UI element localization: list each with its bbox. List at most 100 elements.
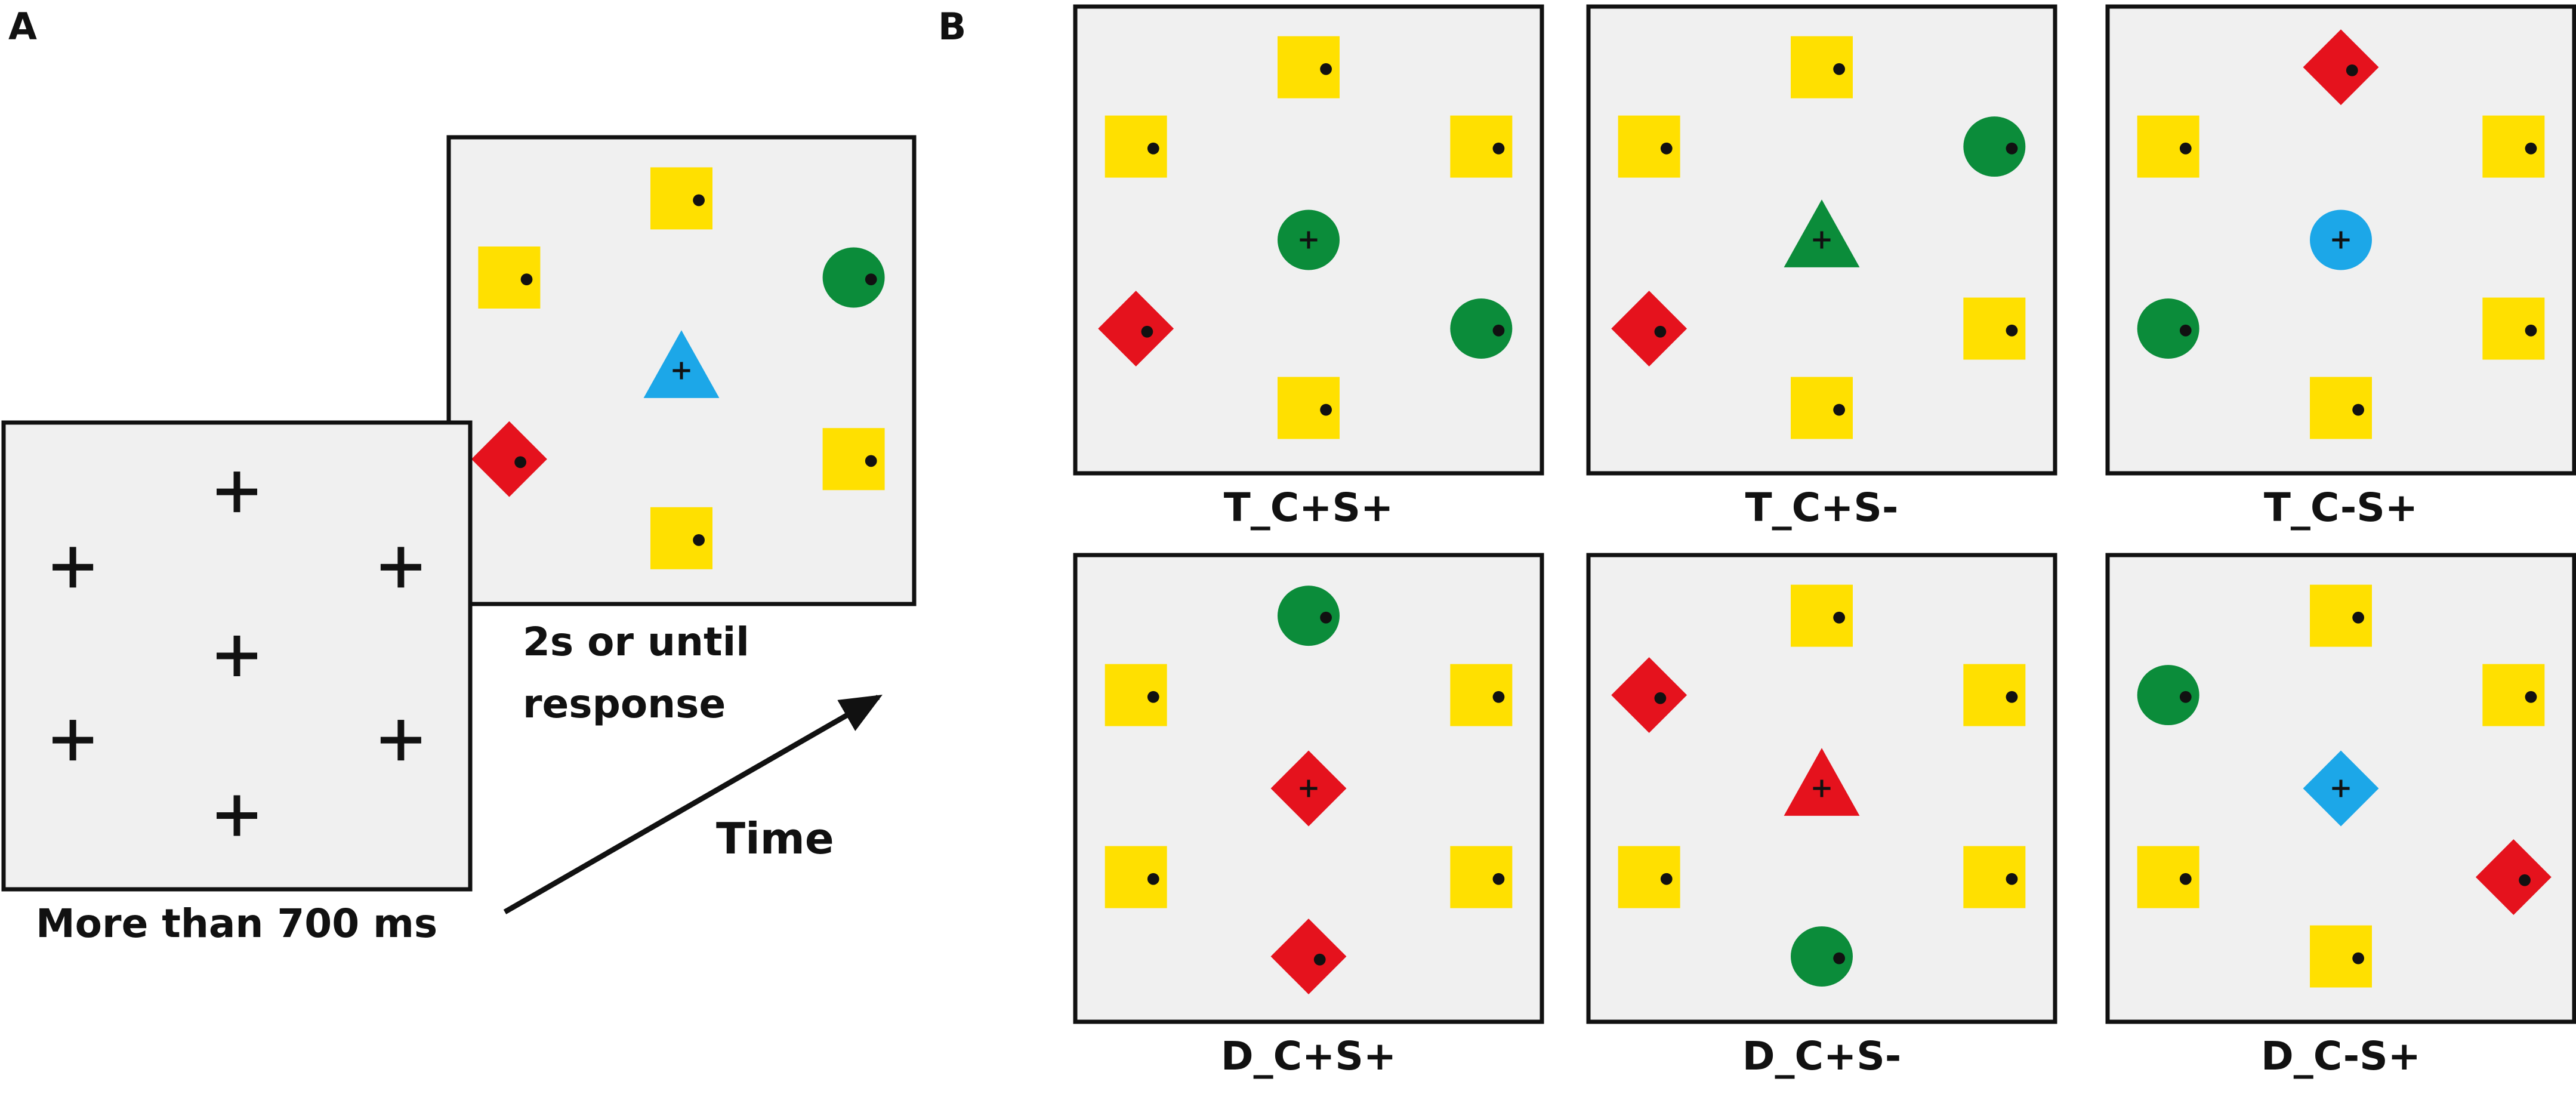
search-caption-line1: 2s or until (523, 619, 749, 665)
condition-item (1791, 377, 1853, 439)
condition-item (1270, 919, 1347, 994)
condition-item-dot (2179, 691, 2192, 703)
condition-label: D_C+S- (1742, 1033, 1901, 1079)
condition-item-dot (2006, 324, 2018, 337)
condition-item-dot (1147, 142, 1159, 155)
condition-center-item (2303, 750, 2379, 827)
condition-item-dot (1833, 952, 1846, 964)
condition-item-dot (1320, 403, 1332, 416)
search-center-item (643, 330, 720, 398)
condition-item-diamond (2475, 839, 2552, 916)
fixation-cross (217, 636, 257, 676)
condition-center-item-fixation-plus (1300, 231, 1318, 249)
condition-panel: T_C-S+ (2105, 4, 2576, 531)
fixation-crosses (53, 472, 421, 836)
condition-panel: T_C+S- (1586, 4, 2057, 531)
condition-item (1963, 846, 2026, 908)
time-label: Time (716, 813, 834, 864)
condition-item (1278, 36, 1340, 98)
condition-center-item-fixation-plus (1813, 779, 1831, 797)
fixation-cross (380, 720, 421, 761)
condition-item-dot (2519, 874, 2531, 886)
condition-item (1105, 664, 1167, 726)
condition-item-diamond (1270, 919, 1347, 994)
condition-item-circle (2137, 298, 2199, 359)
condition-item-dot (1833, 611, 1846, 624)
condition-item (1098, 291, 1174, 367)
condition-item-dot (2179, 142, 2192, 155)
condition-item-dot (2525, 142, 2537, 155)
panel-b-letter: B (938, 5, 966, 48)
search-item (650, 167, 712, 230)
condition-item-dot (1492, 142, 1505, 155)
condition-panel: D_C+S- (1586, 553, 2057, 1079)
condition-item-dot (2525, 691, 2537, 703)
condition-label: T_C+S+ (1224, 485, 1394, 531)
condition-item-circle (1278, 585, 1340, 646)
condition-item (2137, 665, 2199, 726)
condition-item-diamond (1611, 291, 1687, 367)
fixation-cross (53, 720, 94, 761)
condition-item (1791, 584, 1853, 647)
condition-item (1450, 664, 1513, 726)
fixation-caption: More than 700 ms (36, 901, 437, 947)
condition-item-dot (1147, 691, 1159, 703)
condition-center-item-fixation-plus (2332, 779, 2350, 797)
search-item (478, 246, 541, 309)
condition-item (2482, 664, 2545, 726)
condition-item-diamond (2303, 29, 2379, 106)
condition-item (1791, 926, 1853, 987)
search-center-item-fixation-plus (672, 362, 690, 380)
condition-item-circle (2137, 665, 2199, 726)
condition-panel: T_C+S+ (1073, 4, 1544, 531)
condition-item (1611, 657, 1687, 734)
condition-panel: D_C-S+ (2105, 553, 2576, 1079)
condition-item-dot (2006, 691, 2018, 703)
fixation-cross (380, 547, 421, 588)
search-caption-line2: response (523, 681, 726, 727)
search-item-circle (822, 247, 885, 308)
condition-item-circle (1450, 298, 1513, 359)
condition-item-diamond (1098, 291, 1174, 367)
condition-center-item-fixation-plus (1813, 231, 1831, 249)
condition-item-circle (1791, 926, 1853, 987)
condition-item (2137, 298, 2199, 359)
search-item-dot (865, 273, 877, 285)
condition-item-dot (1320, 611, 1332, 624)
condition-item-dot (1833, 63, 1846, 75)
condition-item-dot (1313, 953, 1326, 966)
search-item-diamond (471, 421, 547, 497)
condition-item-dot (2346, 64, 2358, 76)
fixation-cross (217, 795, 257, 836)
condition-item (1450, 846, 1513, 908)
condition-item-dot (1492, 324, 1505, 337)
search-display (446, 135, 917, 606)
condition-item-dot (1660, 142, 1673, 155)
condition-item-dot (1147, 873, 1159, 885)
search-item-dot (865, 455, 877, 467)
condition-item-dot (2006, 873, 2018, 885)
fixation-cross (217, 472, 257, 513)
condition-item (1450, 115, 1513, 178)
search-display-items (471, 167, 885, 569)
condition-item (2310, 584, 2372, 647)
condition-item-dot (1833, 403, 1846, 416)
condition-item (2137, 846, 2199, 908)
condition-item (1450, 298, 1513, 359)
condition-item (1105, 115, 1167, 178)
search-item (822, 428, 885, 491)
condition-item (2310, 377, 2372, 439)
condition-item (1278, 585, 1340, 646)
panel-a-letter: A (8, 5, 37, 48)
fixation-display (1, 420, 473, 892)
condition-item (1963, 116, 2026, 177)
condition-label: T_C-S+ (2264, 485, 2418, 531)
search-item (822, 247, 885, 308)
search-item (650, 507, 712, 569)
condition-item (1791, 36, 1853, 98)
search-item-dot (693, 534, 705, 546)
condition-item (1105, 846, 1167, 908)
condition-item-dot (2006, 142, 2018, 155)
condition-center-item (1270, 750, 1347, 827)
